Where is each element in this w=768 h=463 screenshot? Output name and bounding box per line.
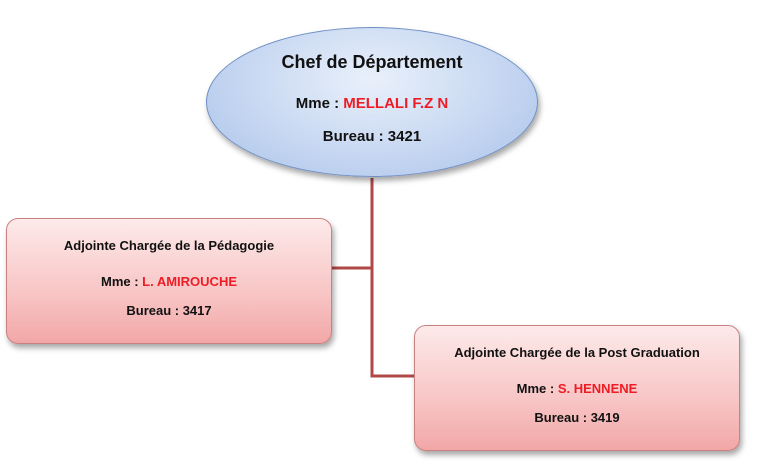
chief-name: MELLALI F.Z N [343, 94, 449, 112]
connector-line [370, 178, 414, 378]
chief-name-prefix: Mme : [295, 94, 344, 112]
chief-office: Bureau : 3421 [322, 127, 422, 145]
deputy-pedagogy-title: Adjointe Chargée de la Pédagogie [63, 237, 275, 253]
deputy-pedagogy-name-line: Mme : L. AMIROUCHE [101, 274, 237, 289]
deputy-postgrad-node: Adjointe Chargée de la Post Graduation M… [414, 325, 740, 451]
chief-title: Chef de Département [281, 51, 463, 72]
deputy-postgrad-office: Bureau : 3419 [534, 409, 620, 425]
deputy-postgrad-name-line: Mme : S. HENNENE [517, 381, 638, 396]
deputy-pedagogy-node: Adjointe Chargée de la Pédagogie Mme : L… [6, 218, 332, 344]
deputy-postgrad-title: Adjointe Chargée de la Post Graduation [454, 344, 700, 360]
deputy-pedagogy-name-prefix: Mme : [100, 273, 143, 289]
chief-name-line: Mme : MELLALI F.Z N [296, 95, 449, 112]
chief-node: Chef de Département Mme : MELLALI F.Z N … [206, 27, 538, 177]
deputy-postgrad-name: S. HENNENE [557, 380, 638, 396]
deputy-pedagogy-name: L. AMIROUCHE [142, 273, 238, 289]
deputy-pedagogy-office: Bureau : 3417 [126, 302, 212, 318]
deputy-postgrad-name-prefix: Mme : [516, 380, 558, 396]
